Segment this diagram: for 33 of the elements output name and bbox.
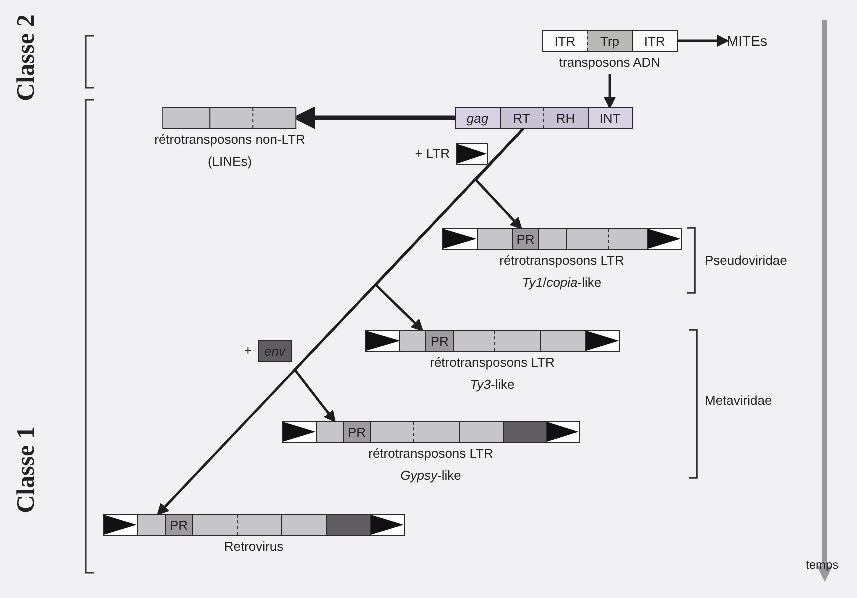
element-caption: Gypsy-like — [400, 467, 462, 485]
arrow — [604, 74, 616, 110]
element-caption: rétrotransposons LTR — [430, 354, 555, 372]
element-caption: rétrotransposons LTR — [368, 445, 494, 463]
gene-segment: ITR — [543, 31, 588, 51]
element-caption: rétrotransposons non-LTR — [154, 131, 306, 149]
arrow — [678, 35, 730, 47]
gene-segment: RT — [500, 108, 544, 128]
element-caption: transposons ADN — [559, 54, 661, 72]
element-caption: + LTR — [415, 145, 450, 163]
gene-segment: INT — [588, 108, 632, 128]
group-label: Pseudoviridae — [705, 253, 788, 268]
gene-segment: Trp — [587, 31, 632, 51]
gene-segment: PR — [426, 331, 454, 351]
gene-segment: ITR — [632, 31, 677, 51]
element-caption: + — [244, 342, 252, 360]
gene-segment: PR — [164, 515, 192, 535]
class-label: Classe 1 — [13, 426, 41, 514]
element-caption: Retrovirus — [224, 538, 284, 556]
gene-segment: PR — [342, 422, 370, 442]
element-name: MITEs — [727, 32, 768, 50]
element-caption: Ty3-like — [470, 376, 515, 394]
gene-segment: gag — [456, 108, 500, 128]
gene-segment: env — [259, 341, 291, 361]
class-label: Classe 2 — [13, 14, 41, 102]
gene-segment: RH — [543, 108, 588, 128]
element-caption: Ty1/copia-like — [522, 274, 602, 292]
element-caption: rétrotransposons LTR — [500, 252, 624, 270]
arrow — [156, 128, 524, 516]
group-label: Metaviridae — [705, 393, 772, 408]
element-caption: (LINEs) — [208, 153, 252, 171]
group-label: temps — [806, 558, 839, 572]
gene-segment: PR — [512, 229, 538, 249]
